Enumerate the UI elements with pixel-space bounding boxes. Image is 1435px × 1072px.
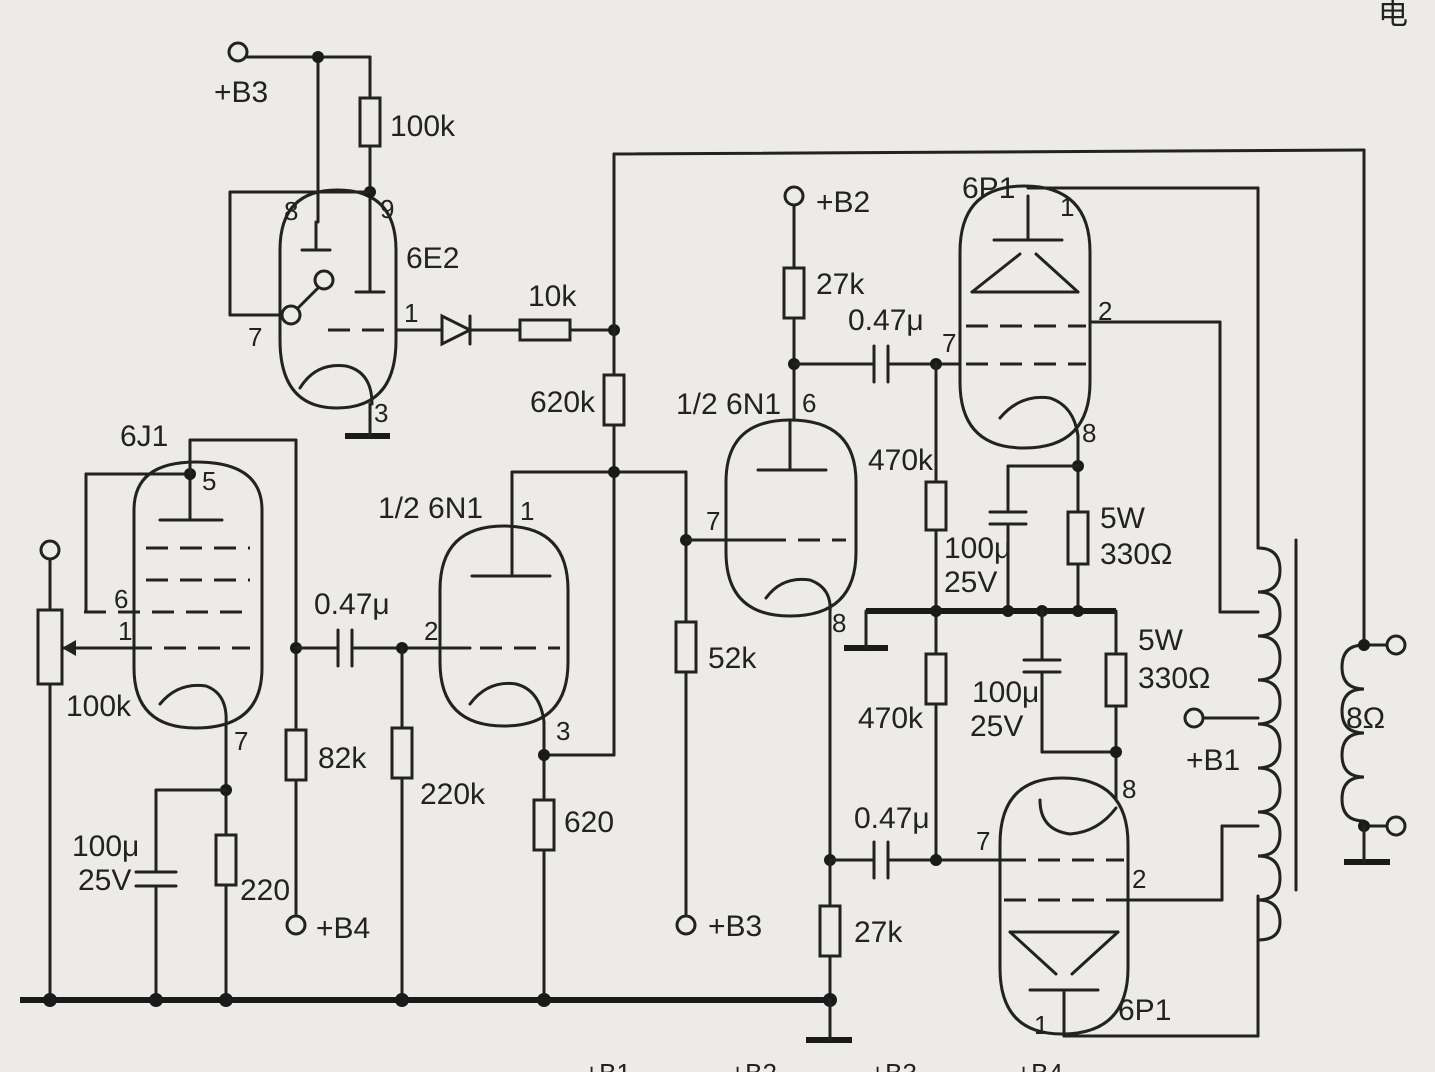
- pin-label: 8: [832, 608, 846, 638]
- tube-label-6p1-top: 6P1: [962, 172, 1015, 205]
- resistor-value: 470k: [858, 702, 924, 735]
- speaker-impedance: 8Ω: [1346, 702, 1385, 735]
- footer-supply-label: +B3: [870, 1058, 917, 1072]
- pin-label: 1: [520, 496, 534, 526]
- resistor-value: 82k: [318, 742, 367, 775]
- resistor-620k: [602, 373, 626, 427]
- pin-label: 7: [234, 726, 248, 756]
- footer-supply-label: +B1: [584, 1058, 631, 1072]
- resistor-value: 470k: [868, 444, 934, 477]
- resistor-82k: [284, 728, 308, 782]
- pin-label: 7: [976, 826, 990, 856]
- resistor-value: 620: [564, 806, 614, 839]
- pin-label: 8: [284, 196, 298, 226]
- speaker-terminal: [1385, 634, 1407, 656]
- resistor-100k: [358, 96, 382, 148]
- resistor-27k-bot: [818, 904, 842, 958]
- supply-label: +B1: [1186, 744, 1240, 777]
- supply-label: +B2: [816, 186, 870, 219]
- pin-label: 6: [802, 388, 816, 418]
- resistor-value: 27k: [816, 268, 865, 301]
- resistor-value: 27k: [854, 916, 903, 949]
- tube-label-6j1: 6J1: [120, 420, 168, 453]
- resistor-value: 52k: [708, 642, 757, 675]
- corner-char: 电: [1378, 0, 1408, 31]
- resistor-value: 100k: [390, 110, 456, 143]
- capacitor-value: 0.47μ: [854, 802, 930, 835]
- resistor-value: 100k: [66, 690, 132, 723]
- pin-label: 7: [248, 322, 262, 352]
- pin-label: 1: [1034, 1010, 1048, 1040]
- resistor-10k: [518, 318, 572, 342]
- supply-terminal: [675, 914, 697, 936]
- output-transformer: [1256, 538, 1366, 942]
- supply-terminal: [1183, 707, 1205, 729]
- resistor-value: 5W: [1138, 624, 1184, 657]
- tube-label-6e2: 6E2: [406, 242, 459, 275]
- capacitor-value: 0.47μ: [314, 588, 390, 621]
- potentiometer-100k: [36, 608, 64, 686]
- tube-label-6n1-b: 1/2 6N1: [676, 388, 781, 421]
- input-terminal: [39, 539, 61, 561]
- capacitor-value: 100μ: [72, 830, 139, 863]
- pin-label: 1: [404, 298, 418, 328]
- supply-label: +B3: [214, 76, 268, 109]
- resistor-value: 620k: [530, 386, 596, 419]
- pin-label: 2: [424, 616, 438, 646]
- pin-label: 7: [706, 506, 720, 536]
- pin-label: 2: [1132, 864, 1146, 894]
- capacitor-value: 25V: [944, 566, 997, 599]
- pin-label: 3: [556, 716, 570, 746]
- pin-label: 1: [1060, 192, 1074, 222]
- tube-6n1-b: [724, 418, 858, 618]
- resistor-220k: [390, 726, 414, 780]
- capacitor-value: 25V: [78, 864, 131, 897]
- pin-label: 2: [1098, 296, 1112, 326]
- capacitor-value: 100μ: [972, 676, 1039, 709]
- resistor-value: 220: [240, 874, 290, 907]
- resistor-52k: [674, 620, 698, 674]
- pin-label: 8: [1082, 418, 1096, 448]
- capacitor-value: 0.47μ: [848, 304, 924, 337]
- resistor-value: 220k: [420, 778, 486, 811]
- tube-6j1: [84, 460, 264, 730]
- pin-label: 3: [374, 398, 388, 428]
- resistor-value: 10k: [528, 280, 577, 313]
- tube-6p1-top: [958, 184, 1092, 450]
- pin-label: 7: [942, 328, 956, 358]
- supply-terminal: [227, 41, 249, 63]
- resistor-620: [532, 798, 556, 852]
- pin-label: 6: [114, 584, 128, 614]
- capacitor-value: 100μ: [944, 532, 1011, 565]
- tube-6p1-bot: [998, 776, 1130, 1038]
- supply-terminal: [783, 185, 805, 207]
- resistor-330-top: [1066, 510, 1090, 566]
- speaker-terminal: [1385, 815, 1407, 837]
- resistor-value: 330Ω: [1138, 662, 1210, 695]
- resistor-220: [214, 833, 238, 887]
- diode: [440, 313, 474, 347]
- resistor-470k-top: [924, 480, 948, 532]
- resistor-value: 5W: [1100, 502, 1146, 535]
- capacitor-value: 25V: [970, 710, 1023, 743]
- pin-label: 8: [1122, 774, 1136, 804]
- resistor-470k-bot: [924, 652, 948, 706]
- supply-label: +B4: [316, 912, 370, 945]
- supply-terminal: [285, 914, 307, 936]
- tube-6n1-a: [438, 470, 570, 728]
- pin-label: 1: [118, 616, 132, 646]
- footer-supply-label: +B2: [730, 1058, 777, 1072]
- pin-label: 5: [202, 466, 216, 496]
- tube-label-6p1-bot: 6P1: [1118, 994, 1171, 1027]
- supply-label: +B3: [708, 910, 762, 943]
- resistor-value: 330Ω: [1100, 538, 1172, 571]
- resistor-330-bot: [1104, 652, 1128, 708]
- tube-label-6n1-a: 1/2 6N1: [378, 492, 483, 525]
- footer-supply-label: +B4: [1016, 1058, 1063, 1072]
- pin-label: 9: [380, 194, 394, 224]
- resistor-27k-top: [782, 266, 806, 320]
